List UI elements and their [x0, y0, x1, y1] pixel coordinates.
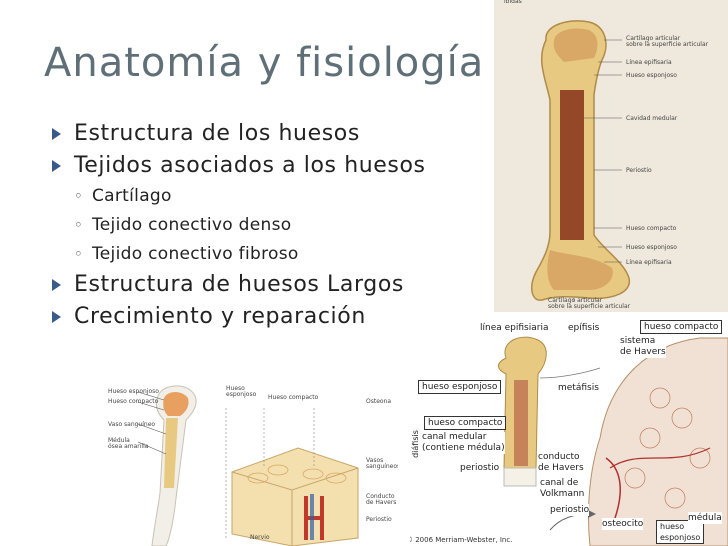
- bone-block-figure: Hueso esponjoso Hueso compacto Osteona V…: [218, 378, 398, 546]
- small-label-vaso: Vaso sanguíneo: [108, 421, 156, 428]
- section-label-epifisis: epífisis: [568, 322, 600, 334]
- subbullet-tejido-fibroso: Tejido conectivo fibroso: [48, 240, 488, 269]
- block-label-hueso-compacto: Hueso compacto: [268, 394, 319, 401]
- section-label-medula: médula: [688, 512, 722, 524]
- section-label-linea-epifisiaria: línea epifisiaria: [480, 322, 549, 334]
- femur-illustration: [530, 20, 630, 302]
- small-label-hueso-compacto: Hueso compacto: [108, 398, 159, 405]
- section-label-hueso-compacto-top: hueso compacto: [640, 320, 723, 334]
- femur-label-cavidad-medular: Cavidad medular: [626, 115, 678, 122]
- section-label-periostio: periostio: [460, 462, 500, 474]
- femur-label-hueso-compacto: Hueso compacto: [626, 225, 677, 232]
- long-bone-illustration: [137, 385, 197, 546]
- bullet-crecimiento: Crecimiento y reparación: [48, 301, 488, 333]
- bullet-list: Estructura de los huesos Tejidos asociad…: [48, 118, 488, 333]
- bone-section-illustration: [498, 336, 728, 546]
- subbullet-cartilago: Cartílago: [48, 182, 488, 211]
- subbullet-tejido-denso: Tejido conectivo denso: [48, 211, 488, 240]
- block-label-osteona: Osteona: [366, 398, 392, 405]
- section-label-canal-medular: canal medular (contiene médula): [422, 432, 505, 454]
- femur-figure: ibidas Cartílago articular sobre la supe…: [494, 0, 728, 312]
- section-copyright: © 2006 Merriam-Webster, Inc.: [410, 536, 513, 544]
- section-label-conducto-havers: conducto de Havers: [538, 452, 584, 474]
- bullet-huesos-largos: Estructura de huesos Largos: [48, 269, 488, 301]
- block-label-hueso-esponjoso: Hueso esponjoso: [226, 385, 257, 398]
- section-label-metafisis: metáfisis: [558, 382, 599, 394]
- section-label-diafisis: diáfisis: [410, 430, 422, 458]
- section-label-osteocito: osteocito: [602, 518, 644, 530]
- bullet-tejidos: Tejidos asociados a los huesos: [48, 150, 488, 182]
- small-label-hueso-esponjoso: Hueso esponjoso: [108, 388, 159, 395]
- section-label-sistema-havers: sistema de Havers: [620, 336, 666, 358]
- block-label-conducto: Conducto de Havers: [366, 493, 397, 506]
- femur-label-cartilago-bottom: Cartílago articular sobre la superficie …: [548, 297, 631, 310]
- section-label-canal-volkmann: canal de Volkmann: [540, 478, 585, 500]
- femur-label-hueso-esponjoso-2: Hueso esponjoso: [626, 244, 677, 251]
- bullet-estructura-huesos: Estructura de los huesos: [48, 118, 488, 150]
- small-label-medula: Médula ósea amarilla: [108, 437, 149, 450]
- femur-label-linea-epifisaria: Línea epifisaria: [626, 59, 672, 66]
- block-label-vasos: Vasos sanguíneos: [366, 457, 398, 470]
- femur-top-text: ibidas: [504, 0, 522, 5]
- long-bone-figure: Hueso esponjoso Hueso compacto Vaso sang…: [108, 378, 218, 546]
- block-label-nervio: Nervio: [250, 534, 270, 541]
- femur-label-hueso-esponjoso: Hueso esponjoso: [626, 72, 677, 79]
- femur-label-linea-epifisaria-2: Línea epifisaria: [626, 259, 672, 266]
- femur-label-periostio: Periostio: [626, 167, 652, 174]
- femur-label-cartilago: Cartílago articular sobre la superficie …: [626, 35, 709, 48]
- block-label-periostio: Periostio: [366, 516, 392, 523]
- section-label-hueso-compacto: hueso compacto: [424, 416, 507, 430]
- bone-block-illustration: [225, 408, 359, 546]
- section-label-periostio2: periostio: [550, 504, 590, 516]
- bone-section-figure: línea epifisiaria epífisis hueso compact…: [410, 318, 728, 546]
- section-label-hueso-esponjoso2: hueso esponjoso: [656, 520, 705, 544]
- slide-title: Anatomía y fisiología: [44, 40, 485, 86]
- section-label-hueso-esponjoso: hueso esponjoso: [418, 380, 502, 394]
